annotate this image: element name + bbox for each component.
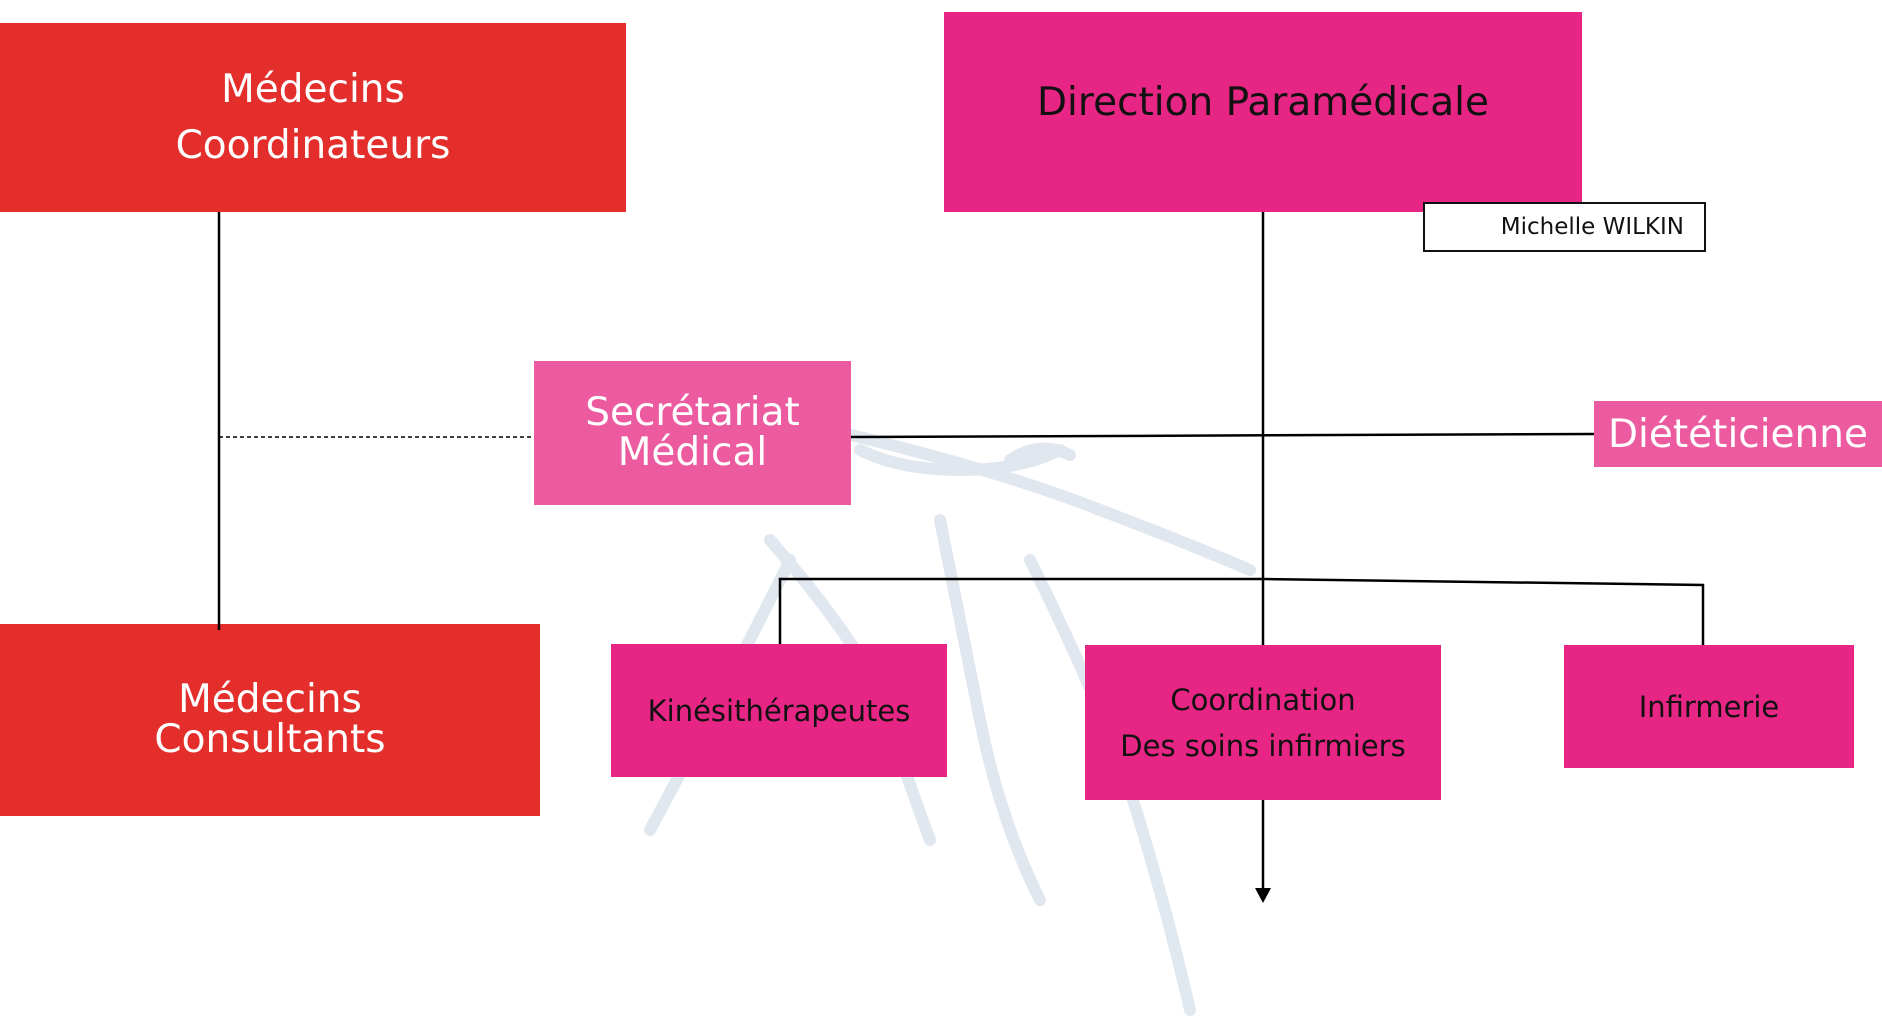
medecins-consultants-line1: Médecins xyxy=(178,677,362,722)
medecins-coordinateurs-node: Médecins Coordinateurs xyxy=(0,23,626,212)
secretariat-medical-box xyxy=(534,361,851,505)
secretariat-medical-node: Secrétariat Médical xyxy=(534,361,851,505)
coordination-node: Coordination Des soins infirmiers xyxy=(1085,645,1441,800)
connector-lines xyxy=(217,212,1705,890)
direction-paramedicale-label: Direction Paramédicale xyxy=(1037,80,1489,125)
secretariat-medical-line2: Médical xyxy=(617,430,768,475)
medecins-consultants-box xyxy=(0,624,540,816)
direction-paramedicale-box xyxy=(944,12,1582,212)
medecins-coordinateurs-line2: Coordinateurs xyxy=(175,122,451,168)
michelle-wilkin-label: Michelle WILKIN xyxy=(1500,214,1684,240)
medecins-coordinateurs-line1: Médecins xyxy=(221,66,405,112)
dieteticienne-box xyxy=(1594,401,1882,467)
dieteticienne-label: Diététicienne xyxy=(1608,411,1868,457)
michelle-wilkin-node: Michelle WILKIN xyxy=(1423,202,1706,252)
coordination-line2: Des soins infirmiers xyxy=(1120,728,1406,763)
service-branch-connector xyxy=(778,577,1705,645)
infirmerie-node: Infirmerie xyxy=(1564,645,1854,768)
infirmerie-box xyxy=(1564,645,1854,768)
infirmerie-label: Infirmerie xyxy=(1638,689,1780,724)
dieteticienne-node: Diététicienne xyxy=(1594,401,1882,467)
secretariat-dieteticienne-connector xyxy=(850,432,1595,439)
direction-paramedicale-node: Direction Paramédicale xyxy=(944,12,1582,212)
kinesitherapeutes-label: Kinésithérapeutes xyxy=(647,693,911,728)
down-arrow-head xyxy=(1255,888,1271,903)
secretariat-medical-line1: Secrétariat xyxy=(585,390,800,435)
medecins-coordinateurs-box xyxy=(0,23,626,212)
coordination-line1: Coordination xyxy=(1170,682,1356,717)
medecins-consultants-line2: Consultants xyxy=(154,717,386,762)
coordination-box xyxy=(1085,645,1441,800)
kinesitherapeutes-node: Kinésithérapeutes xyxy=(611,644,947,777)
medecins-consultants-node: Médecins Consultants xyxy=(0,624,540,816)
kinesitherapeutes-box xyxy=(611,644,947,777)
